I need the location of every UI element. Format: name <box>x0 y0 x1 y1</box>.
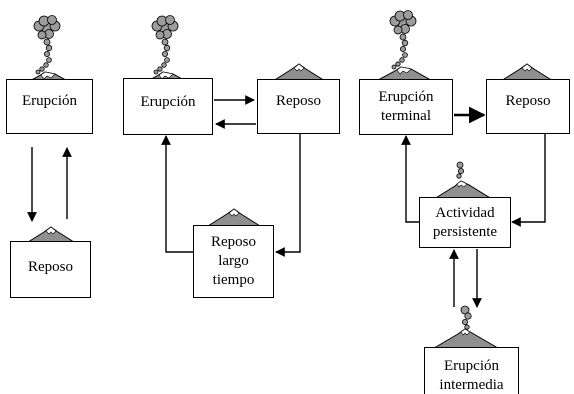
state-eruption-2: Erupción <box>123 78 213 135</box>
arrow-persistent-to-terminal <box>401 135 420 223</box>
arrow-rest-to-persistent <box>511 134 546 227</box>
state-rest-3: Reposo <box>486 79 570 134</box>
state-intermediate-eruption: Erupción intermedia <box>424 347 519 394</box>
state-rest: Reposo <box>10 241 91 298</box>
smoking-volcano-icon <box>427 305 505 352</box>
state-eruption: Erupción <box>6 79 93 134</box>
state-terminal-eruption: Erupción terminal <box>359 79 453 135</box>
state-persistent-activity: Actividad persistente <box>419 197 511 248</box>
arrow-long-rest-to-eruption <box>161 135 194 253</box>
arrow-rest-to-long-rest <box>275 134 301 257</box>
erupting-volcano-icon <box>362 10 447 89</box>
state-rest-2: Reposo <box>257 79 340 134</box>
state-long-rest: Reposo largo tiempo <box>193 225 274 298</box>
